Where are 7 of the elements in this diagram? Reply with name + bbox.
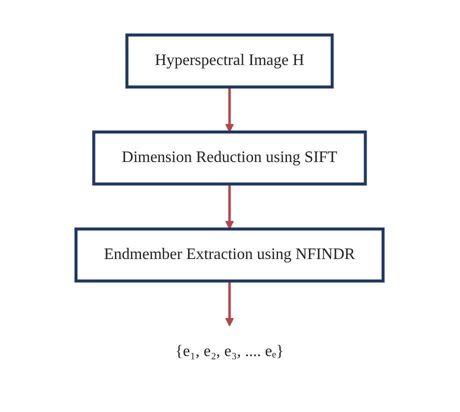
node-text: {e₁, e₂, e₃, .... eₑ} (176, 342, 284, 360)
arrow (226, 184, 234, 229)
node-box: Dimension Reduction using SIFT (92, 130, 368, 185)
node-box: Endmember Extraction using NFINDR (74, 227, 386, 282)
arrow (226, 86, 234, 132)
node-box: Hyperspectral Image H (126, 33, 334, 88)
arrow (226, 280, 234, 326)
